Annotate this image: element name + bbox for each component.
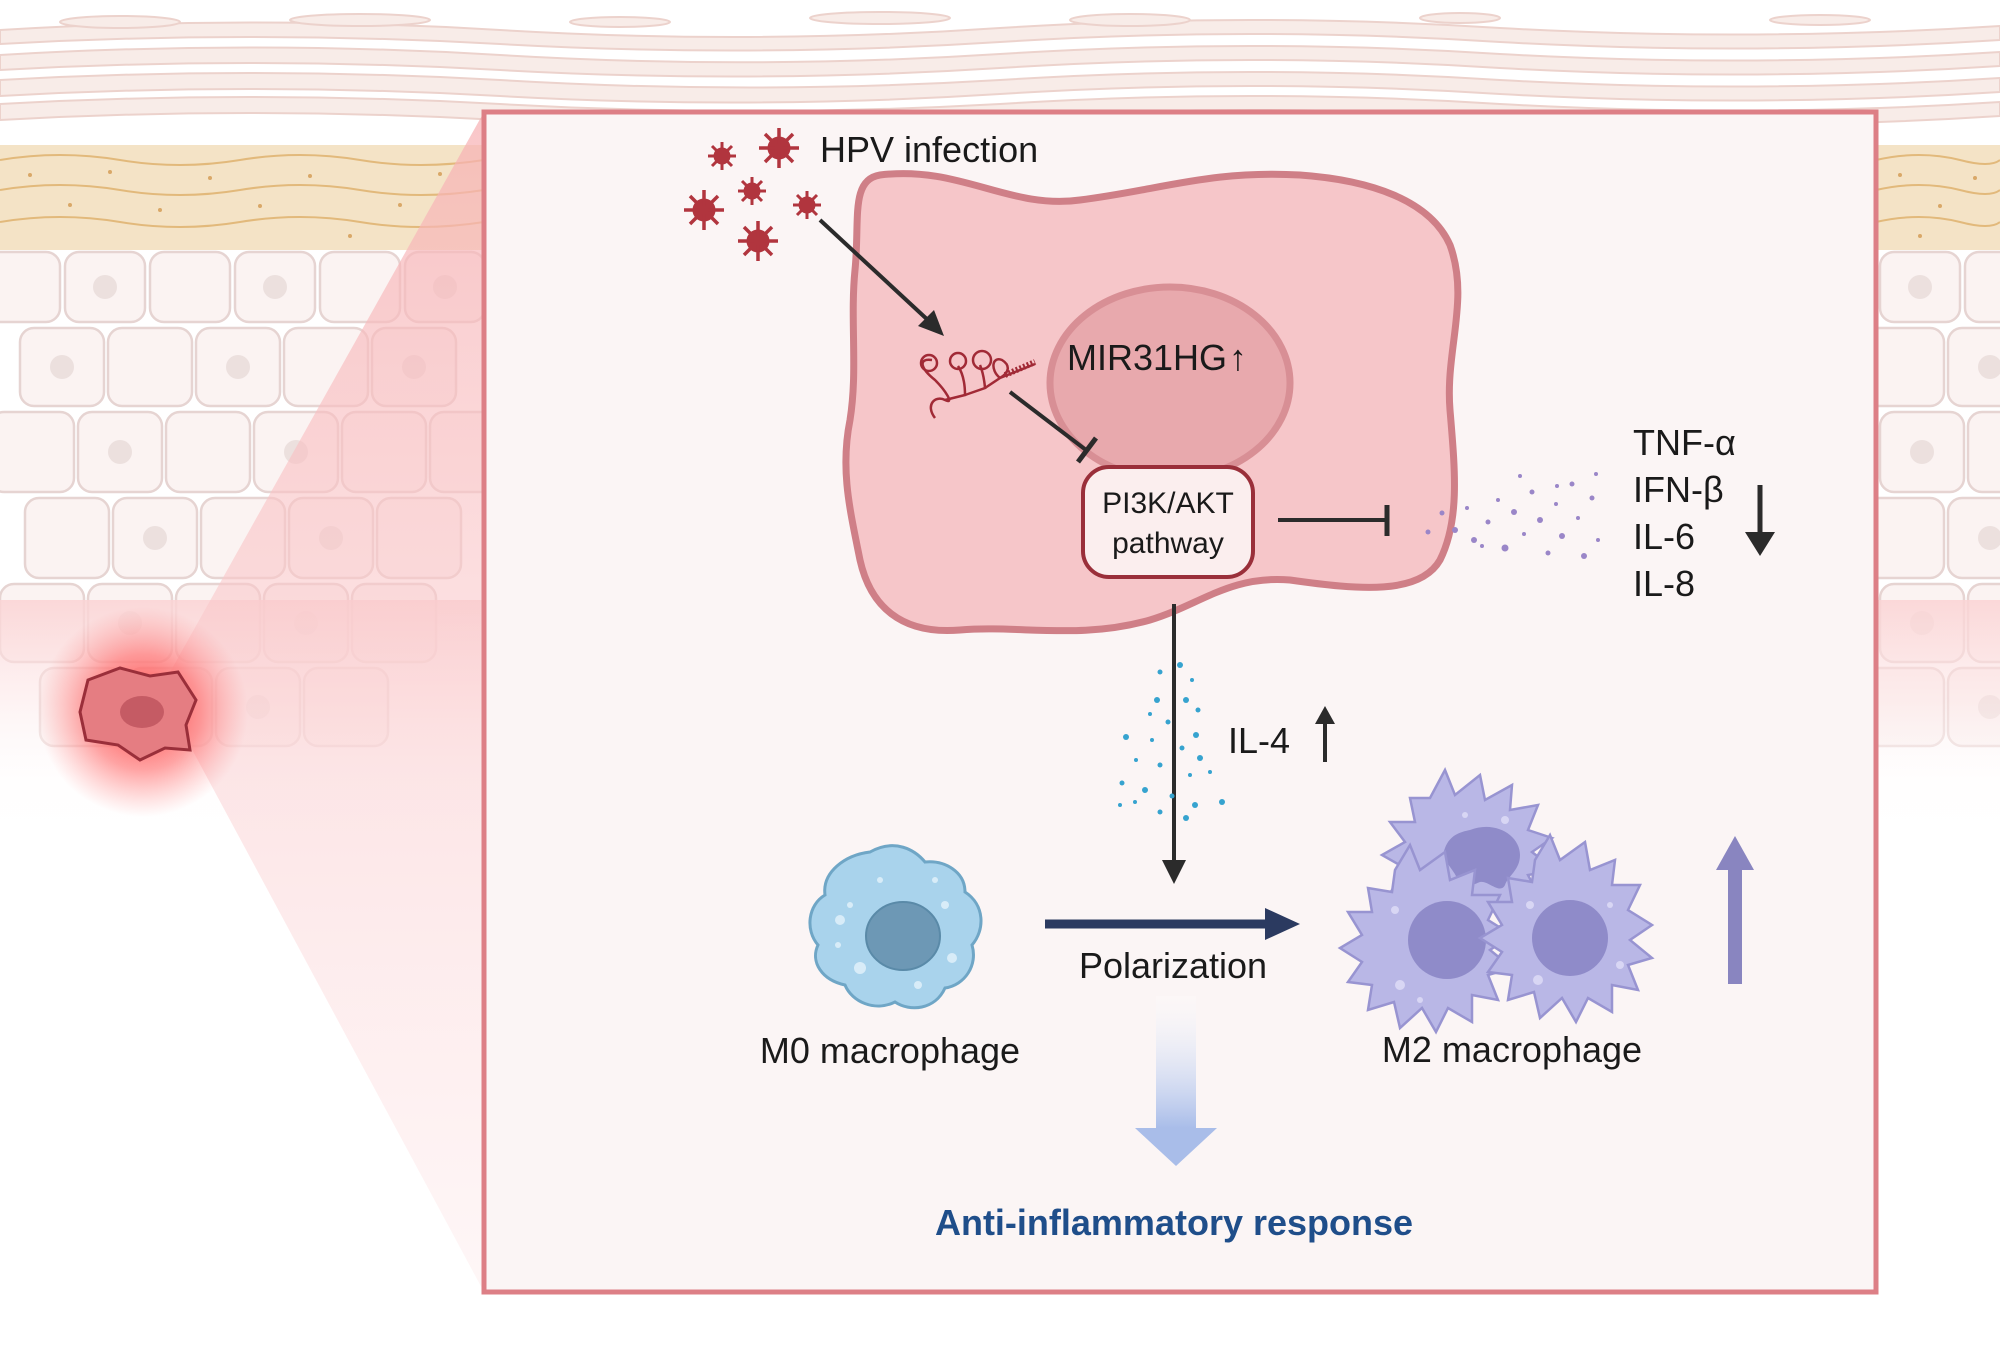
tnf-alpha-label: TNF-α	[1633, 422, 1736, 463]
down-arrow-icon	[1745, 485, 1775, 556]
anti-inflammatory-arrow	[1135, 996, 1217, 1166]
hpv-infection-label: HPV infection	[820, 129, 1038, 170]
inhibition-arrow-mir31hg	[1008, 390, 1098, 464]
infection-arrow	[818, 218, 944, 336]
il4-label: IL-4	[1228, 720, 1290, 761]
virus-icon	[738, 221, 778, 261]
virus-icon	[708, 142, 736, 170]
pi3k-akt-pathway-box: PI3K/AKT pathway	[1081, 465, 1255, 579]
up-arrow-icon	[1315, 706, 1335, 762]
m2-macrophage-cluster	[1337, 767, 1655, 1035]
ifn-beta-label: IFN-β	[1633, 469, 1724, 510]
pathway-label: pathway	[1112, 527, 1224, 560]
m2-up-arrow-icon	[1716, 836, 1754, 984]
m0-macrophage-label: M0 macrophage	[760, 1030, 1020, 1071]
virus-icon	[793, 191, 821, 219]
mir31hg-label: MIR31HG↑	[1067, 337, 1247, 378]
il6-label: IL-6	[1633, 516, 1695, 557]
inhibition-arrow-cytokines	[1278, 505, 1390, 536]
polarization-arrow	[1045, 908, 1300, 940]
infected-cell	[38, 607, 248, 817]
cytokine-dots	[1425, 472, 1600, 559]
stratum-corneum	[0, 11, 2000, 128]
zoom-cone	[160, 112, 484, 1292]
polarization-label: Polarization	[1079, 945, 1267, 986]
il8-label: IL-8	[1633, 563, 1695, 604]
anti-inflammatory-response-title: Anti-inflammatory response	[935, 1202, 1413, 1243]
m2-macrophage-label: M2 macrophage	[1382, 1029, 1642, 1070]
lncrna-icon	[919, 349, 1037, 419]
m0-macrophage	[808, 844, 983, 1010]
virus-icon	[684, 190, 724, 230]
virus-icon	[738, 177, 766, 205]
pi3k-akt-label: PI3K/AKT	[1102, 487, 1234, 520]
il4-arrow	[1162, 604, 1186, 884]
cytokine-list: TNF-α IFN-β IL-6 IL-8	[1633, 422, 1736, 604]
virus-icon	[759, 128, 799, 168]
hpv-virus-group	[684, 128, 821, 261]
il4-dots	[1118, 662, 1225, 821]
